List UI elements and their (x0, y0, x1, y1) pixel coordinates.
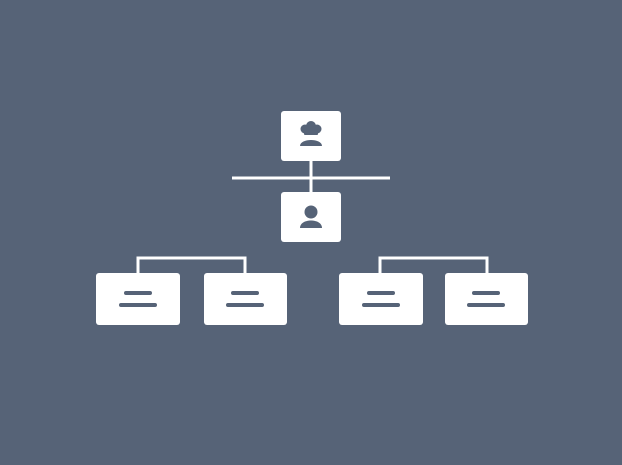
node-middle (281, 192, 341, 242)
text-lines-icon (119, 291, 157, 307)
left-group-bracket (136, 256, 247, 274)
text-lines-icon (226, 291, 264, 307)
person-icon (300, 205, 322, 228)
connectors (136, 160, 489, 274)
chef-hat-person-icon (300, 121, 322, 146)
node-leaf-3 (339, 273, 423, 325)
node-leaf-4 (445, 273, 528, 325)
node-leaf-2 (204, 273, 287, 325)
node-leaf-4-box (445, 273, 528, 325)
node-leaf-1-box (96, 273, 180, 325)
text-lines-icon (362, 291, 400, 307)
node-leaf-2-box (204, 273, 287, 325)
node-leaf-3-box (339, 273, 423, 325)
node-top (281, 111, 341, 161)
right-group-bracket (378, 256, 489, 274)
text-lines-icon (467, 291, 505, 307)
node-leaf-1 (96, 273, 180, 325)
node-top-box (281, 111, 341, 161)
